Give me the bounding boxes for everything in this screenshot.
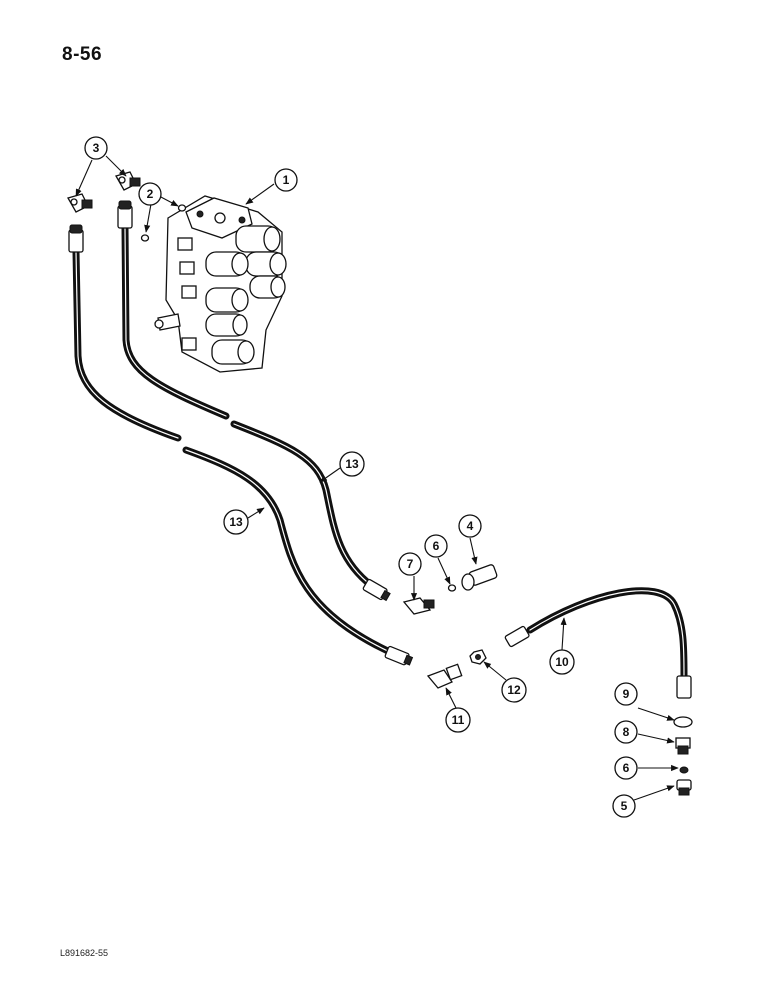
callout-13-upper-label: 13 <box>345 457 359 471</box>
callout-3: 3 <box>84 136 108 160</box>
o-ring-upper <box>177 204 187 212</box>
callout-6-lower-label: 6 <box>623 761 630 775</box>
hose-13-lower <box>68 224 414 666</box>
elbow-fitting-upper <box>115 171 141 191</box>
nut-12 <box>469 649 487 665</box>
washer-9 <box>673 716 693 728</box>
callout-6-upper-label: 6 <box>433 539 440 553</box>
callout-7: 7 <box>398 552 422 576</box>
page-number: 8-56 <box>62 44 103 65</box>
control-valve-assembly <box>154 195 287 373</box>
plug-fitting-5 <box>676 779 692 796</box>
o-ring-lower <box>140 234 150 242</box>
callout-2: 2 <box>138 182 162 206</box>
callout-13-lower: 13 <box>223 509 249 535</box>
callout-5: 5 <box>612 794 636 818</box>
callout-5-label: 5 <box>621 799 628 813</box>
callout-8-label: 8 <box>623 725 630 739</box>
elbow-fitting-7 <box>402 597 435 615</box>
callout-13-lower-label: 13 <box>229 515 243 529</box>
callout-4-label: 4 <box>467 519 474 533</box>
callout-10-label: 10 <box>555 655 569 669</box>
callout-11-label: 11 <box>452 713 465 727</box>
hose-10 <box>504 587 692 699</box>
callout-7-label: 7 <box>407 557 414 571</box>
callout-6-lower: 6 <box>614 756 638 780</box>
callout-11: 11 <box>445 707 471 733</box>
connector-fitting-4 <box>461 564 498 591</box>
elbow-fitting-11 <box>426 663 463 689</box>
callout-1: 1 <box>274 168 298 192</box>
o-ring-6-upper <box>447 584 457 592</box>
callout-13-upper: 13 <box>339 451 365 477</box>
callout-10: 10 <box>549 649 575 675</box>
callout-1-label: 1 <box>283 173 290 187</box>
elbow-fitting-lower <box>67 193 93 213</box>
o-ring-6-lower <box>679 766 689 774</box>
callout-2-label: 2 <box>147 187 154 201</box>
leader-lines <box>75 155 679 801</box>
callout-3-label: 3 <box>93 141 100 155</box>
callout-6-upper: 6 <box>424 534 448 558</box>
callout-8: 8 <box>614 720 638 744</box>
callout-9-label: 9 <box>623 687 630 701</box>
hose-13-upper <box>117 200 391 602</box>
callout-4: 4 <box>458 514 482 538</box>
figure-code: L891682-55 <box>60 948 109 958</box>
callout-12-label: 12 <box>507 683 521 697</box>
callout-9: 9 <box>614 682 638 706</box>
adapter-fitting-8 <box>675 737 691 755</box>
callout-12: 12 <box>501 677 527 703</box>
